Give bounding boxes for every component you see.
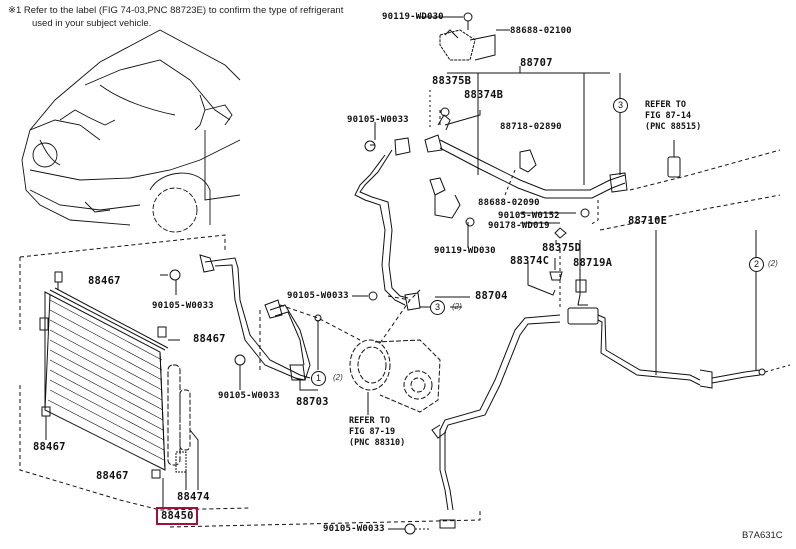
callout-2: 2	[749, 257, 764, 272]
reference-fig-87-14[interactable]: REFER TO FIG 87-14 (PNC 88515)	[645, 100, 701, 133]
part-label-90105-w0033[interactable]: 90105-W0033	[347, 115, 409, 125]
part-label-90105-w0152[interactable]: 90105-W0152	[498, 211, 560, 221]
part-label-88374b[interactable]: 88374B	[464, 89, 504, 101]
reference-line: FIG 87-14	[645, 111, 692, 121]
refrigerant-note-line2: used in your subject vehicle.	[32, 18, 152, 29]
reference-line: (PNC 88515)	[645, 122, 702, 132]
part-label-88467[interactable]: 88467	[96, 470, 129, 482]
part-label-88688-02100[interactable]: 88688-02100	[510, 26, 572, 36]
part-label-88467[interactable]: 88467	[88, 275, 121, 287]
part-label-88719a[interactable]: 88719A	[573, 257, 613, 269]
part-label-90119-wd030[interactable]: 90119-WD030	[382, 12, 444, 22]
part-label-90105-w0033[interactable]: 90105-W0033	[218, 391, 280, 401]
reference-line: REFER TO	[349, 416, 390, 426]
part-label-90105-w0033[interactable]: 90105-W0033	[152, 301, 214, 311]
callout-3: 3	[613, 98, 628, 113]
part-label-88474[interactable]: 88474	[177, 491, 210, 503]
part-label-90105-w0033[interactable]: 90105-W0033	[323, 524, 385, 534]
callout-3: 3	[430, 300, 445, 315]
vehicle-illustration	[21, 29, 241, 233]
reference-fig-87-19[interactable]: REFER TO FIG 87-19 (PNC 88310)	[349, 416, 405, 449]
refrigerant-note-line1: ※1 Refer to the label (FIG 74-03,PNC 887…	[8, 5, 344, 16]
part-label-90119-wd030[interactable]: 90119-WD030	[434, 246, 496, 256]
callout-quantity: (2)	[333, 373, 343, 382]
highlighted-part-88450[interactable]: 88450	[156, 507, 198, 525]
reference-line: FIG 87-19	[349, 427, 396, 437]
reference-line: (PNC 88310)	[349, 438, 406, 448]
callout-1: 1	[311, 371, 326, 386]
part-label-88467[interactable]: 88467	[193, 333, 226, 345]
part-label-88375b[interactable]: 88375B	[432, 75, 472, 87]
part-label-88718-02890[interactable]: 88718-02890	[500, 122, 562, 132]
part-label-90178-wd019[interactable]: 90178-WD019	[488, 221, 550, 231]
diagram-code: B7A631C	[742, 530, 783, 541]
part-label-88707[interactable]: 88707	[520, 57, 553, 69]
reference-line: REFER TO	[645, 100, 686, 110]
part-label-88710e[interactable]: 88710E	[628, 215, 668, 227]
callout-quantity: (2)	[768, 259, 778, 268]
compressor-illustration	[349, 339, 441, 413]
part-label-88703[interactable]: 88703	[296, 396, 329, 408]
part-label-90105-w0033[interactable]: 90105-W0033	[287, 291, 349, 301]
part-label-88467[interactable]: 88467	[33, 441, 66, 453]
condenser-illustration	[39, 271, 191, 479]
part-label-88450: 88450	[161, 510, 194, 522]
part-label-88704[interactable]: 88704	[475, 290, 508, 302]
part-label-88375d[interactable]: 88375D	[542, 242, 582, 254]
part-label-88688-02090[interactable]: 88688-02090	[478, 198, 540, 208]
callout-quantity: (2)	[452, 302, 462, 311]
part-label-88374c[interactable]: 88374C	[510, 255, 550, 267]
